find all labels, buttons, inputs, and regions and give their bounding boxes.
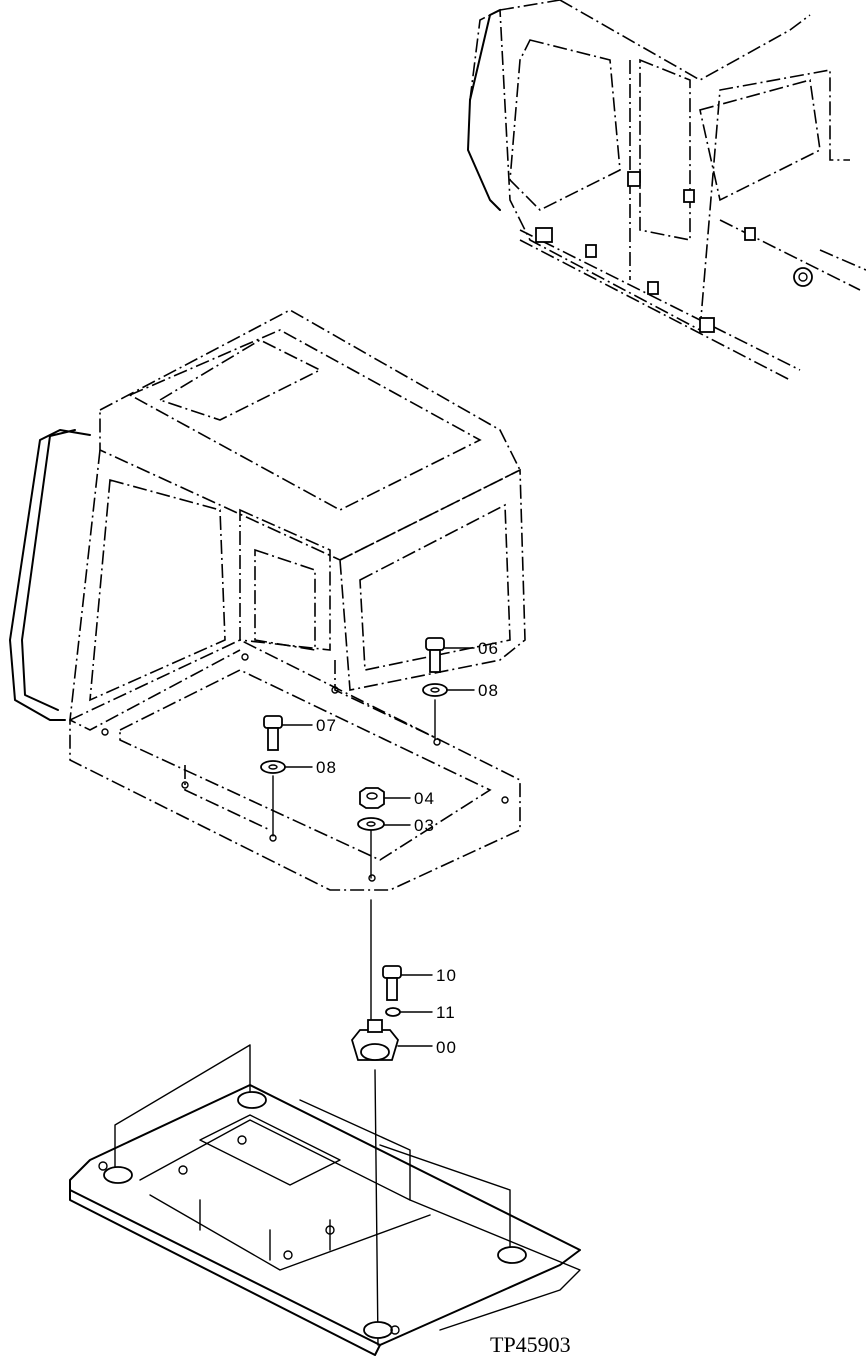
drawing-code: TP45903: [490, 1332, 571, 1357]
callout-08-upper: 08: [478, 681, 499, 700]
bolt-icon: [425, 637, 475, 673]
nut-icon: [359, 787, 411, 809]
lock-washer-icon: [385, 1007, 433, 1017]
callout-10: 10: [436, 966, 457, 985]
washer-icon: [422, 683, 475, 697]
callout-00: 00: [436, 1038, 457, 1057]
bolt-icon: [382, 965, 433, 1001]
inset-nut-icon: [793, 267, 813, 287]
rubber-mount-icon: [351, 1019, 433, 1061]
washer-icon: [260, 760, 313, 774]
callout-08-lower: 08: [316, 758, 337, 777]
callout-11: 11: [436, 1003, 456, 1022]
callout-04: 04: [414, 789, 435, 808]
callout-03: 03: [414, 816, 435, 835]
upper-frame: [69, 1044, 581, 1356]
callout-06: 06: [478, 639, 499, 658]
washer-icon: [357, 817, 411, 831]
bolt-icon: [263, 715, 313, 751]
inset-bolt-icon: [535, 171, 756, 333]
callout-07: 07: [316, 716, 337, 735]
cab-outline: [9, 309, 526, 891]
inset-cab-view: [467, 0, 866, 381]
center-lines: [272, 699, 436, 1346]
